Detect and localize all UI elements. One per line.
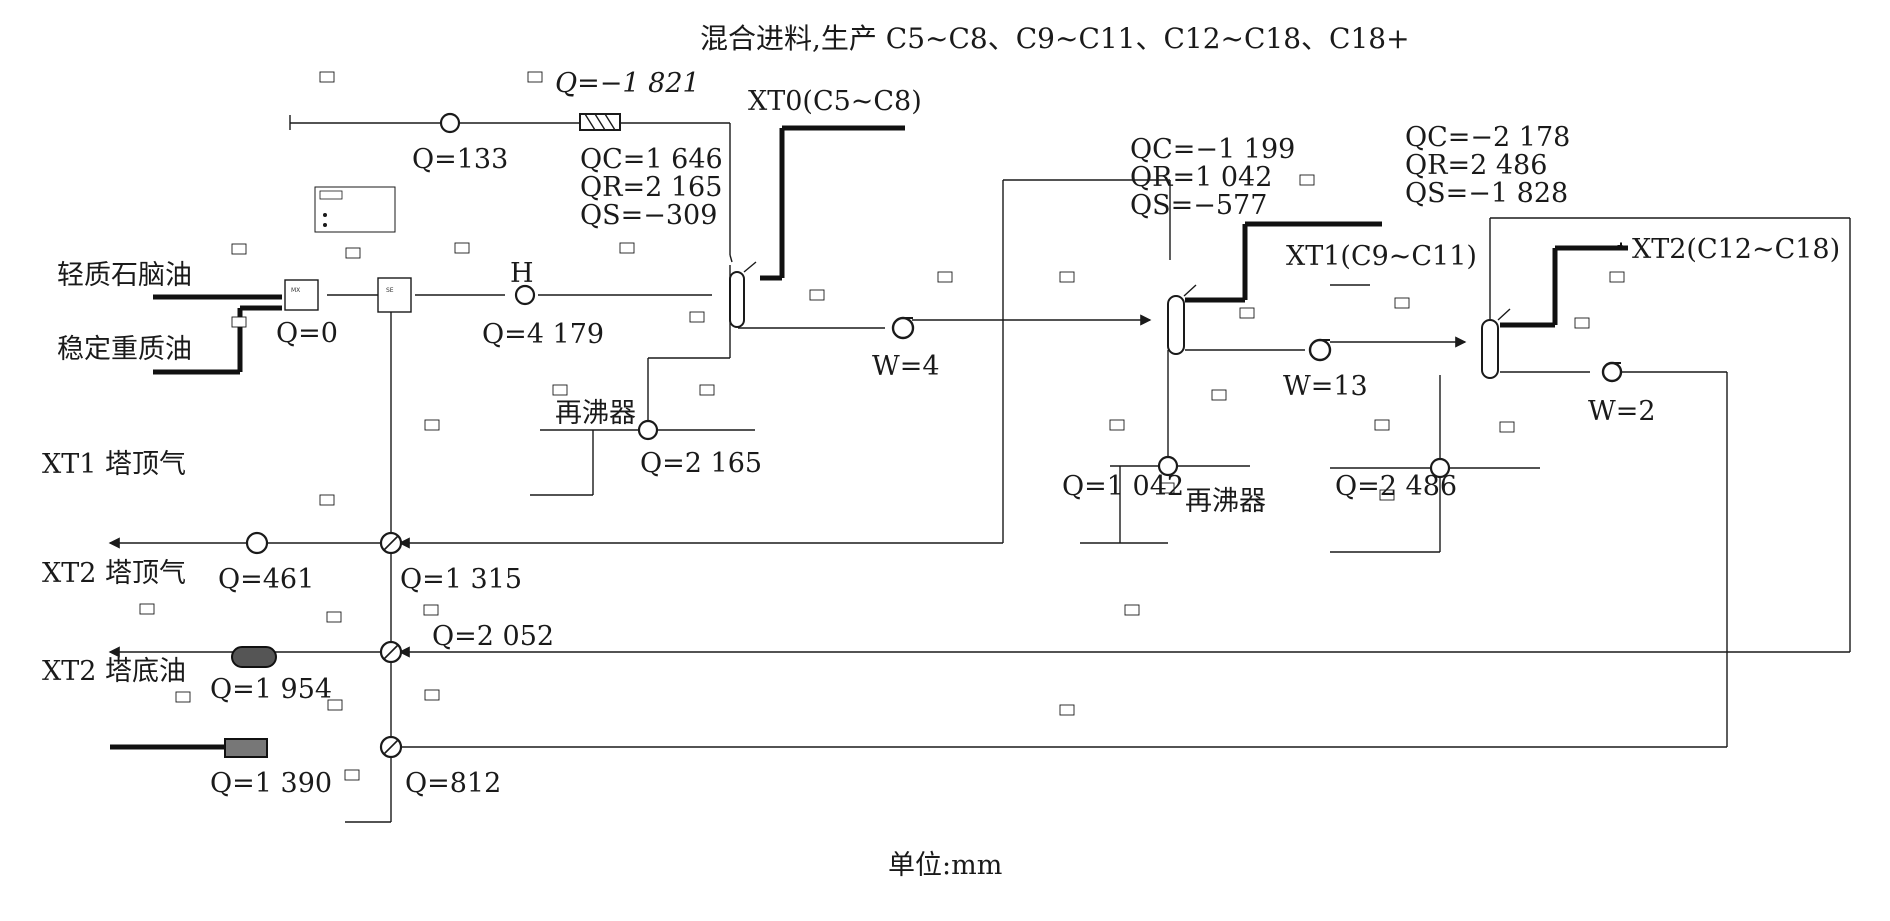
- pump-3: [1601, 361, 1623, 383]
- instrument-tags: [139, 71, 1625, 781]
- product-xt2: XT2(C12~C18): [1632, 234, 1840, 265]
- svg-text:SE: SE: [386, 287, 394, 294]
- pump-2-power: W=13: [1283, 371, 1368, 402]
- column-t101: [729, 261, 757, 328]
- svg-text:MX: MX: [291, 287, 300, 294]
- label-xt2-bottoms: XT2 塔底油: [42, 656, 186, 687]
- heat-exchanger-e103: [379, 735, 403, 759]
- label-xt1-overhead: XT1 塔顶气: [42, 449, 186, 480]
- air-cooler-a01: [579, 113, 621, 131]
- duty-e103: Q=812: [405, 768, 501, 799]
- reboiler-2: [1157, 455, 1179, 477]
- svg-text:QC=1 646: QC=1 646: [580, 144, 723, 175]
- duty-e101: Q=1 315: [400, 564, 522, 595]
- feed-light-naphtha: 轻质石脑油: [57, 260, 192, 291]
- duty-reboiler-2: Q=1 042: [1062, 471, 1184, 502]
- svg-text:QR=1 042: QR=1 042: [1130, 162, 1272, 193]
- air-cooler-a03: [231, 646, 277, 668]
- duty-cooler-top: Q=−1 821: [555, 68, 700, 99]
- unit-caption: 单位:mm: [888, 850, 1002, 881]
- svg-text:QR=2 165: QR=2 165: [580, 172, 722, 203]
- heat-exchanger-e101: [379, 531, 403, 555]
- column-t103: [1481, 308, 1511, 379]
- column-t101-duties: QC=1 646 QR=2 165 QS=−309: [580, 144, 723, 231]
- svg-text:QR=2 486: QR=2 486: [1405, 150, 1547, 181]
- heat-exchanger-heater: [514, 284, 536, 306]
- reboiler-1-label: 再沸器: [555, 398, 636, 429]
- svg-text:QC=−2 178: QC=−2 178: [1405, 122, 1570, 153]
- info-box: [314, 186, 396, 233]
- duty-e104: Q=133: [412, 144, 508, 175]
- duty-heater: Q=4 179: [482, 319, 604, 350]
- column-t102: [1167, 284, 1197, 355]
- svg-text:QS=−1 828: QS=−1 828: [1405, 178, 1568, 209]
- duty-a02: Q=1 390: [210, 768, 332, 799]
- column-t103-duties: QC=−2 178 QR=2 486 QS=−1 828: [1405, 122, 1570, 209]
- duty-reboiler-3: Q=2 486: [1335, 471, 1457, 502]
- duty-reboiler-1: Q=2 165: [640, 448, 762, 479]
- column-t102-duties: QC=−1 199 QR=1 042 QS=−577: [1130, 134, 1295, 221]
- product-xt1: XT1(C9~C11): [1286, 241, 1477, 272]
- duty-e102: Q=2 052: [432, 621, 554, 652]
- reboiler-1: [637, 419, 659, 441]
- heat-exchanger-e105: [245, 531, 269, 555]
- pump-3-power: W=2: [1588, 396, 1656, 427]
- heat-exchanger-e102: [379, 640, 403, 664]
- duty-mixer: Q=0: [276, 318, 338, 349]
- svg-text:QC=−1 199: QC=−1 199: [1130, 134, 1295, 165]
- svg-text:QS=−577: QS=−577: [1130, 190, 1267, 221]
- mixer: MX: [284, 279, 319, 311]
- product-xt0: XT0(C5~C8): [748, 86, 922, 117]
- svg-text:QS=−309: QS=−309: [580, 200, 717, 231]
- pump-1: [891, 316, 915, 340]
- feed-stable-heavy-oil: 稳定重质油: [57, 334, 192, 365]
- duty-e105: Q=461: [218, 564, 314, 595]
- duty-a03: Q=1 954: [210, 674, 332, 705]
- heat-exchanger-e104: [439, 112, 461, 134]
- diagram-title: 混合进料,生产 C5~C8、C9~C11、C12~C18、C18+: [700, 22, 1410, 55]
- pump-2: [1308, 338, 1332, 362]
- air-cooler-a02: [224, 738, 268, 758]
- reboiler-3: [1429, 457, 1451, 479]
- reboiler-2-label: 再沸器: [1185, 486, 1266, 517]
- heater-h-label: H: [510, 258, 534, 289]
- separator: SE: [377, 277, 412, 313]
- pump-1-power: W=4: [872, 351, 940, 382]
- label-xt2-overhead: XT2 塔顶气: [42, 558, 186, 589]
